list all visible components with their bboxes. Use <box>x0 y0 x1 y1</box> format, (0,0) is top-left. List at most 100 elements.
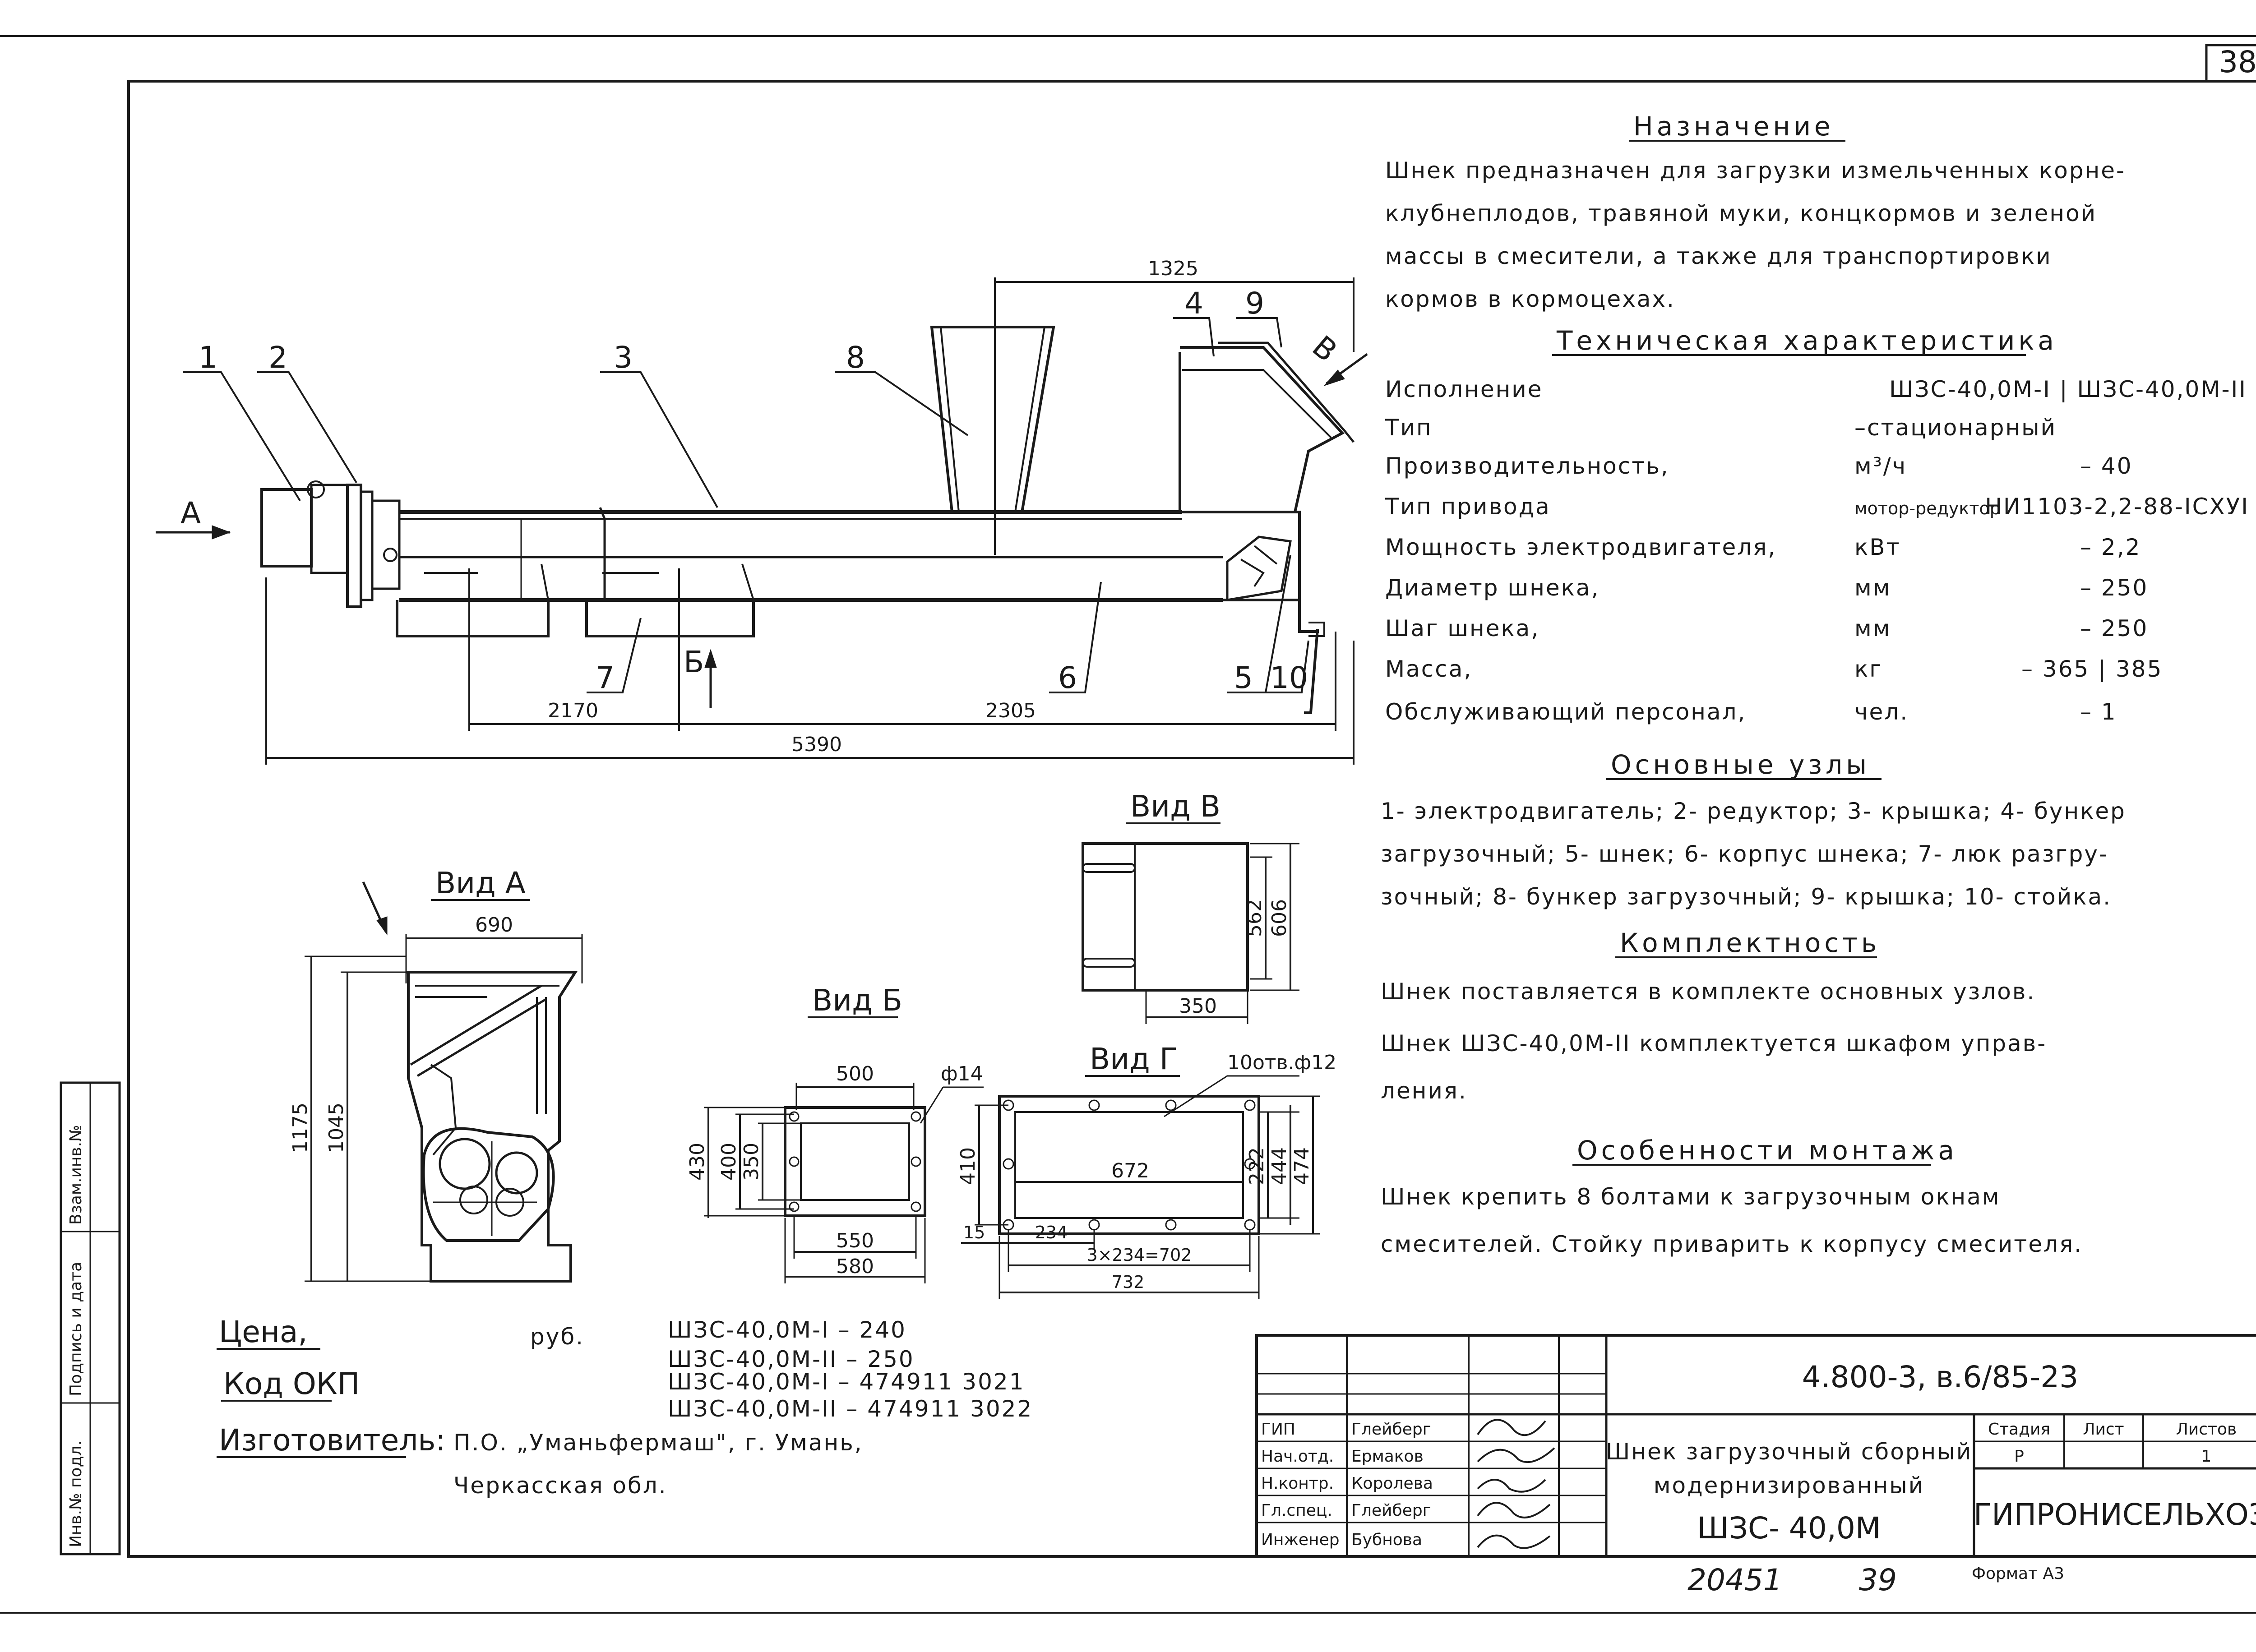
spec-row: Исполнение ШЗС-40,0М-I | ШЗС-40,0М-II <box>1385 376 2247 402</box>
doc-code: 4.800-3, в.6/85-23 <box>1802 1360 2079 1394</box>
view-v-dim-350: 350 <box>1179 995 1217 1018</box>
callout-4: 4 <box>1184 286 1203 321</box>
title-block-roles: ГИП Глейберг Нач.отд. Ермаков Н.контр. К… <box>1261 1420 1433 1549</box>
motor-body <box>260 488 313 568</box>
kit-title: Комплектность <box>1620 928 1880 958</box>
side-stamp-inv: Инв.№ подл. <box>67 1440 85 1547</box>
drawing-name-2: модернизированный <box>1654 1472 1924 1499</box>
main-side-view <box>260 326 1355 714</box>
price-currency: руб. <box>530 1324 584 1350</box>
price-block: Цена, руб. ШЗС-40,0М-I – 240 ШЗС-40,0М-I… <box>217 1315 1031 1499</box>
price-label: Цена, <box>219 1315 307 1349</box>
mount-section: Особенности монтажа Шнек крепить 8 болта… <box>1381 1135 2083 1257</box>
cover-9 <box>1218 341 1355 443</box>
units-section: Основные узлы 1- электродвигатель; 2- ре… <box>1381 749 2126 910</box>
kit-line-3: ления. <box>1381 1078 1467 1104</box>
gearbox <box>346 484 362 608</box>
purpose-line-3: массы в смесители, а также для транспорт… <box>1385 243 2052 269</box>
svg-text:кВт: кВт <box>1854 534 1901 560</box>
title-block <box>1255 1334 2256 1558</box>
stand-10 <box>1298 600 1319 714</box>
view-g-holes: 10отв.ф12 <box>1227 1051 1336 1074</box>
units-line-1: 1- электродвигатель; 2- редуктор; 3- кры… <box>1381 798 2126 824</box>
mount-line-2: смесителей. Стойку приварить к корпусу с… <box>1381 1231 2083 1257</box>
svg-text:Глейберг: Глейберг <box>1351 1420 1431 1439</box>
view-a-dim-1175: 1175 <box>289 1103 312 1153</box>
view-a-dim-1045: 1045 <box>325 1103 348 1153</box>
callout-2: 2 <box>268 340 287 375</box>
purpose-title: Назначение <box>1633 111 1834 142</box>
hopper-4 <box>1179 346 1345 513</box>
svg-text:НИ1103-2,2-88-ICXУI: НИ1103-2,2-88-ICXУI <box>1985 494 2249 520</box>
view-a-dim-690: 690 <box>475 914 513 937</box>
view-b-hole: ф14 <box>941 1062 983 1085</box>
view-b-dim-500: 500 <box>836 1062 874 1085</box>
mount-line-1: Шнек крепить 8 болтами к загрузочным окн… <box>1381 1184 2001 1210</box>
kit-section: Комплектность Шнек поставляется в компле… <box>1381 928 2047 1104</box>
dim-5390: 5390 <box>791 733 842 756</box>
purpose-section: Назначение Шнек предназначен для загрузк… <box>1385 111 2124 312</box>
units-title: Основные узлы <box>1611 749 1870 780</box>
price-row-2: ШЗС-40,0М-II – 250 <box>668 1346 915 1372</box>
view-g-dim-234: 234 <box>1035 1223 1068 1242</box>
svg-text:– 250: – 250 <box>2080 575 2148 601</box>
side-stamp-sign: Подпись и дата <box>67 1262 85 1396</box>
sheet-header: Лист <box>2083 1420 2124 1439</box>
callout-7: 7 <box>596 660 615 695</box>
view-a <box>305 881 583 1283</box>
view-g-dim-410: 410 <box>957 1147 980 1185</box>
callout-6: 6 <box>1058 660 1077 695</box>
view-v-dim-606: 606 <box>1268 899 1291 937</box>
svg-text:– 1: – 1 <box>2080 699 2117 725</box>
callout-1: 1 <box>199 340 217 375</box>
spec-row: Тип –стационарный <box>1385 415 2055 441</box>
maker-line-1: П.О. „Уманьфермаш", г. Умань, <box>453 1430 863 1456</box>
organization: ГИПРОНИСЕЛЬХОЗ <box>1974 1497 2256 1532</box>
view-g-dim-15: 15 <box>963 1223 985 1242</box>
purpose-line-4: кормов в кормоцехах. <box>1385 286 1675 312</box>
okp-label: Код ОКП <box>223 1366 360 1401</box>
units-line-2: загрузочный; 5- шнек; 6- корпус шнека; 7… <box>1381 841 2108 867</box>
svg-text:Глейберг: Глейберг <box>1351 1501 1431 1520</box>
view-b-title: Вид Б <box>812 983 902 1018</box>
sheets-value: 1 <box>2201 1447 2212 1466</box>
view-g <box>961 1075 1320 1299</box>
sheets-header: Листов <box>2176 1420 2237 1439</box>
view-g-dim-732: 732 <box>1112 1272 1145 1292</box>
drawing-name-3: ШЗС- 40,0М <box>1697 1511 1881 1546</box>
svg-text:Обслуживающий персонал,: Обслуживающий персонал, <box>1385 699 1746 725</box>
okp-row-1: ШЗС-40,0М-I – 474911 3021 <box>668 1369 1025 1395</box>
svg-text:Исполнение: Исполнение <box>1385 376 1543 402</box>
price-row-1: ШЗС-40,0М-I – 240 <box>668 1317 906 1343</box>
svg-text:Н.контр.: Н.контр. <box>1261 1474 1334 1493</box>
view-g-title: Вид Г <box>1090 1042 1178 1076</box>
view-g-dim-222: 222 <box>1245 1147 1268 1185</box>
specs-title: Техническая характеристика <box>1556 325 2057 356</box>
view-b <box>704 1083 984 1283</box>
svg-text:– 40: – 40 <box>2080 453 2133 479</box>
maker-label: Изготовитель: <box>219 1423 446 1458</box>
spec-row: Шаг шнека, мм – 250 <box>1385 615 2147 641</box>
dim-1325: 1325 <box>1148 257 1198 280</box>
view-b-dim-400: 400 <box>717 1143 740 1181</box>
kit-line-2: Шнек ШЗС-40,0М-II комплектуется шкафом у… <box>1381 1030 2047 1057</box>
main-dimensions <box>265 277 1355 765</box>
svg-text:Диаметр шнека,: Диаметр шнека, <box>1385 575 1600 601</box>
svg-text:Шаг шнека,: Шаг шнека, <box>1385 615 1539 641</box>
svg-text:Масса,: Масса, <box>1385 656 1472 682</box>
view-v <box>1082 842 1299 1024</box>
svg-text:мм: мм <box>1854 575 1891 601</box>
callout-3: 3 <box>614 340 633 375</box>
dim-2305: 2305 <box>985 699 1036 722</box>
view-v-dim-562: 562 <box>1243 899 1266 937</box>
hopper-8 <box>930 326 1055 513</box>
view-b-dim-350: 350 <box>740 1143 763 1181</box>
mount-title: Особенности монтажа <box>1577 1135 1958 1166</box>
svg-text:ШЗС-40,0М-I | ШЗС-40,0М-II: ШЗС-40,0М-I | ШЗС-40,0М-II <box>1889 376 2247 402</box>
view-a-title: Вид А <box>435 866 526 900</box>
svg-text:Нач.отд.: Нач.отд. <box>1261 1447 1334 1466</box>
side-stamp: Инв.№ подл. Подпись и дата Взам.инв.№ <box>60 1081 121 1555</box>
view-g-dim-474: 474 <box>1290 1147 1313 1185</box>
svg-text:Производительность,: Производительность, <box>1385 453 1669 479</box>
sheet-number-box <box>2205 44 2256 83</box>
